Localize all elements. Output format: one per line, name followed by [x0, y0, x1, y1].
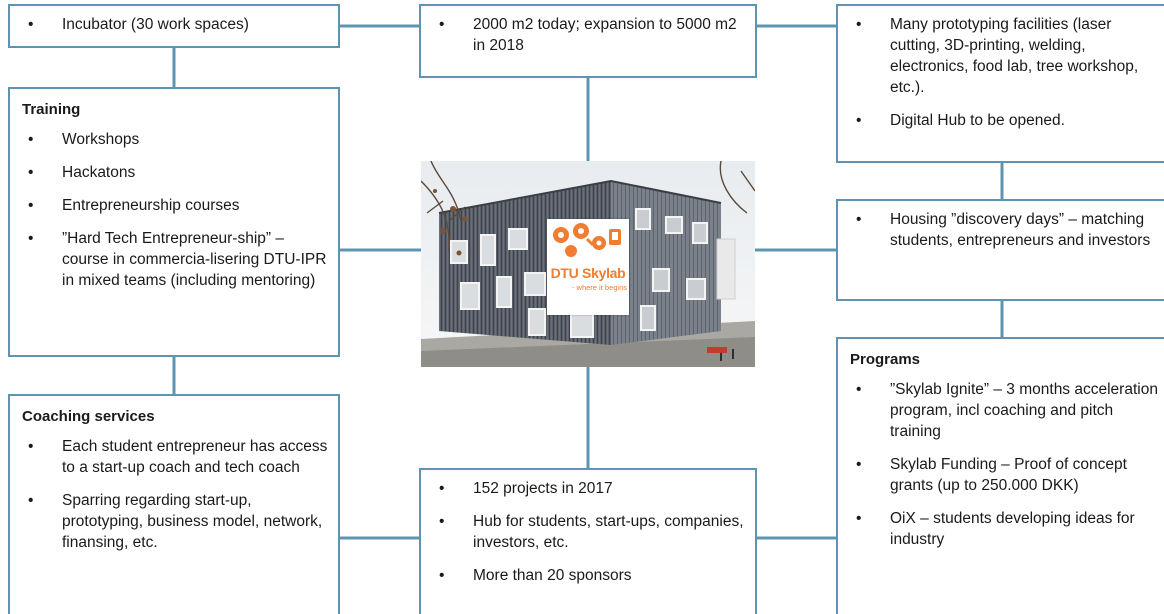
- hub-bullet: 152 projects in 2017: [433, 478, 745, 499]
- dtu-skylab-logo: DTU Skylab - where it begins: [547, 219, 629, 315]
- space-bullet: 2000 m2 today; expansion to 5000 m2 in 2…: [433, 14, 745, 56]
- incubator-box: Incubator (30 work spaces): [8, 4, 340, 48]
- training-bullet: ”Hard Tech Entrepreneur-ship” – course i…: [22, 228, 328, 291]
- coaching-title: Coaching services: [22, 408, 155, 425]
- programs-bullet: ”Skylab Ignite” – 3 months acceleration …: [850, 379, 1160, 442]
- incubator-bullet: Incubator (30 work spaces): [22, 14, 328, 35]
- programs-box: Programs ”Skylab Ignite” – 3 months acce…: [836, 337, 1164, 614]
- logo-text: DTU Skylab: [550, 265, 626, 281]
- hub-box: 152 projects in 2017 Hub for students, s…: [419, 468, 757, 614]
- programs-bullet: Skylab Funding – Proof of concept grants…: [850, 454, 1160, 496]
- housing-box: Housing ”discovery days” – matching stud…: [836, 199, 1164, 301]
- training-box: Training Workshops Hackatons Entrepreneu…: [8, 87, 340, 357]
- facilities-box: Many prototyping facilities (laser cutti…: [836, 4, 1164, 163]
- logo-tagline: - where it begins: [571, 283, 627, 292]
- skylab-building-photo: DTU Skylab - where it begins: [421, 161, 755, 367]
- coaching-bullet: Each student entrepreneur has access to …: [22, 436, 328, 478]
- facilities-bullet: Many prototyping facilities (laser cutti…: [850, 14, 1160, 98]
- logo-icons: [553, 223, 621, 257]
- facilities-bullet: Digital Hub to be opened.: [850, 110, 1160, 131]
- training-bullet: Workshops: [22, 129, 328, 150]
- housing-bullet: Housing ”discovery days” – matching stud…: [850, 209, 1160, 251]
- coaching-box: Coaching services Each student entrepren…: [8, 394, 340, 614]
- space-box: 2000 m2 today; expansion to 5000 m2 in 2…: [419, 4, 757, 78]
- flask-icon: [565, 245, 577, 257]
- programs-title: Programs: [850, 351, 921, 368]
- hub-bullet: More than 20 sponsors: [433, 565, 745, 586]
- training-title: Training: [22, 101, 81, 118]
- training-bullet: Hackatons: [22, 162, 328, 183]
- programs-bullet: OiX – students developing ideas for indu…: [850, 508, 1160, 550]
- training-bullet: Entrepreneurship courses: [22, 195, 328, 216]
- hub-bullet: Hub for students, start-ups, companies, …: [433, 511, 745, 553]
- coaching-bullet: Sparring regarding start-up, prototyping…: [22, 490, 328, 553]
- building-illustration: [421, 161, 755, 367]
